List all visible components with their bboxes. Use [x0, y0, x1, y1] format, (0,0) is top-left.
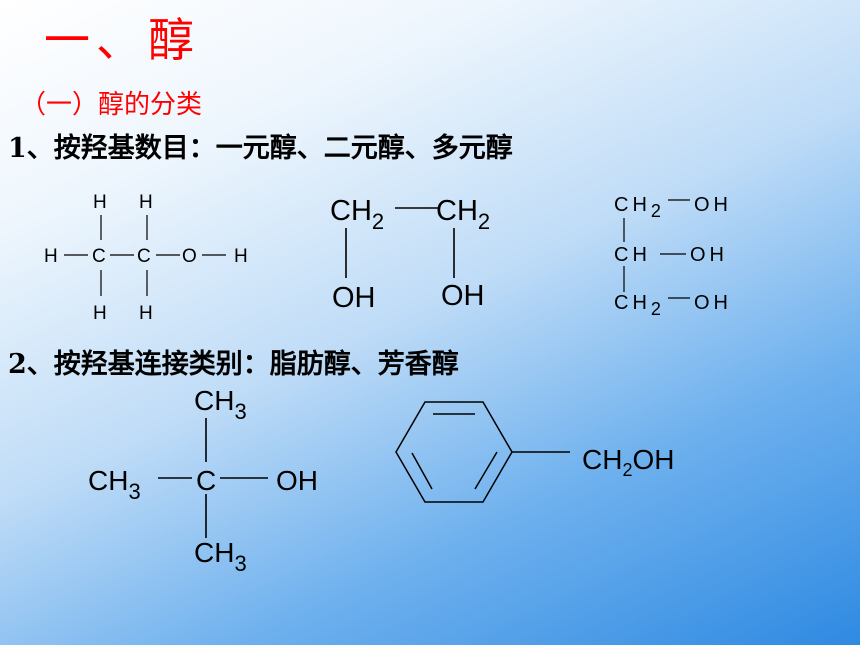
slide-title: 一、醇 — [44, 13, 200, 67]
ethanol-o: O — [182, 246, 197, 267]
glycerol-row1-oh: OH — [694, 194, 732, 216]
glycerol-row2-ch: CH — [614, 244, 651, 266]
glycerol-row3-oh: OH — [694, 292, 732, 314]
benzyl-ch2oh: CH2OH — [582, 444, 674, 480]
benzene-ring — [395, 401, 570, 503]
tert-butanol-structure: CH3 CH3 C OH CH3 — [88, 385, 318, 576]
glycol-bonds — [345, 207, 455, 278]
ethanol-h-right: H — [234, 246, 248, 267]
glycol-ch-left: CH2 — [330, 195, 384, 234]
glycerol-row1-ch: CH2 — [614, 194, 665, 221]
tbuoh-bottom-ch3: CH3 — [194, 537, 247, 576]
ethanol-bonds — [64, 215, 226, 296]
tert-butanol-bonds — [158, 418, 268, 538]
tbuoh-center-c: C — [196, 465, 216, 496]
section-2-heading: 2、按羟基连接类别：脂肪醇、芳香醇 — [8, 349, 459, 380]
ethanol-h-bottom-right: H — [139, 303, 153, 324]
ethanol-structure: H H H C C O H H H — [44, 192, 248, 324]
ethanol-h-bottom-left: H — [93, 303, 107, 324]
glycerol-row2-oh: OH — [690, 244, 728, 266]
tbuoh-top-ch3: CH3 — [194, 385, 247, 424]
glycerol-row3-ch: CH2 — [614, 292, 665, 319]
glycol-ch-right: CH2 — [436, 195, 490, 234]
slide-subtitle: （一）醇的分类 — [20, 90, 203, 120]
tbuoh-left-ch3: CH3 — [88, 465, 141, 504]
ethanol-h-top-right: H — [139, 192, 153, 213]
glycerol-bonds — [623, 199, 690, 299]
ethylene-glycol-structure: CH2 CH2 OH OH — [330, 195, 490, 314]
glycol-oh-right: OH — [441, 280, 485, 312]
glycol-oh-left: OH — [332, 282, 376, 314]
ethanol-c1: C — [92, 246, 106, 267]
benzyl-alcohol-structure: CH2OH — [582, 444, 674, 480]
glycerol-structure: CH2 OH CH OH CH2 OH — [614, 194, 732, 319]
section-1-heading: 1、按羟基数目：一元醇、二元醇、多元醇 — [8, 133, 513, 164]
ethanol-h-left: H — [44, 246, 58, 267]
tbuoh-oh: OH — [276, 465, 318, 496]
ethanol-h-top-left: H — [93, 192, 107, 213]
ethanol-c2: C — [137, 246, 151, 267]
